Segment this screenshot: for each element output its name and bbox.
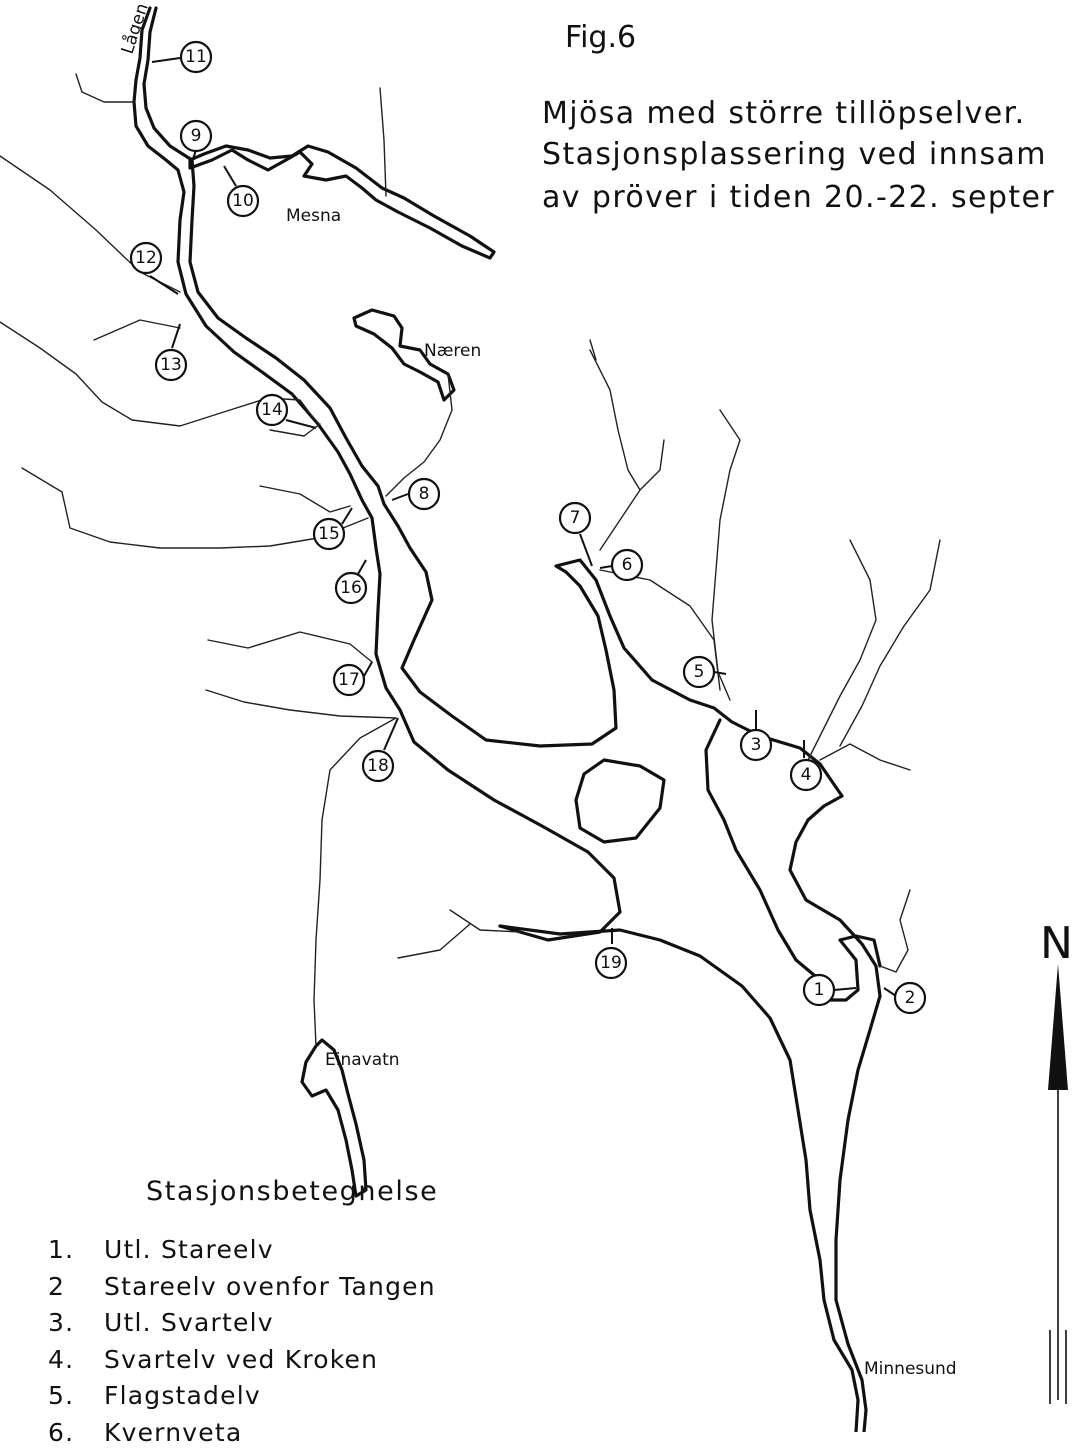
place-naeren: Næren bbox=[424, 341, 481, 361]
station-19[interactable]: 19 bbox=[596, 948, 626, 978]
legend-item-name: Svartelv ved Kroken bbox=[104, 1345, 378, 1374]
station-10[interactable]: 10 bbox=[228, 186, 258, 216]
rivers bbox=[0, 74, 940, 1046]
svg-text:17: 17 bbox=[338, 670, 360, 690]
svg-text:19: 19 bbox=[600, 953, 622, 973]
legend-item-number: 6. bbox=[48, 1418, 104, 1448]
svg-text:5: 5 bbox=[694, 662, 705, 682]
station-1[interactable]: 1 bbox=[804, 975, 834, 1005]
station-9[interactable]: 9 bbox=[181, 121, 211, 151]
station-7[interactable]: 7 bbox=[560, 503, 590, 533]
svg-text:3: 3 bbox=[751, 735, 762, 755]
legend-item: 1.Utl. Stareelv bbox=[48, 1235, 436, 1272]
figure-label: Fig.6 bbox=[565, 20, 636, 55]
station-5[interactable]: 5 bbox=[684, 657, 714, 687]
north-arrow: N bbox=[1040, 918, 1072, 1404]
place-minnesund: Minnesund bbox=[864, 1359, 957, 1379]
svg-text:16: 16 bbox=[340, 578, 362, 598]
station-15[interactable]: 15 bbox=[314, 519, 344, 549]
svg-text:10: 10 bbox=[232, 191, 254, 211]
legend-item-name: Stareelv ovenfor Tangen bbox=[104, 1272, 436, 1301]
station-12[interactable]: 12 bbox=[131, 243, 161, 273]
legend-item-number: 4. bbox=[48, 1345, 104, 1375]
legend-item: 5.Flagstadelv bbox=[48, 1381, 436, 1418]
legend-item-number: 5. bbox=[48, 1381, 104, 1411]
legend-item-name: Flagstadelv bbox=[104, 1381, 261, 1410]
svg-text:18: 18 bbox=[367, 756, 389, 776]
station-4[interactable]: 4 bbox=[791, 760, 821, 790]
legend-title: Stasjonsbetegnelse bbox=[146, 1176, 438, 1207]
place-einavatn: Einavatn bbox=[325, 1050, 400, 1070]
station-14[interactable]: 14 bbox=[257, 395, 287, 425]
legend-item-number: 1. bbox=[48, 1235, 104, 1265]
lake-mjosa-south-basin-east bbox=[790, 796, 880, 1432]
north-arrow-head bbox=[1048, 964, 1068, 1090]
legend-item-number: 2 bbox=[48, 1272, 104, 1302]
station-2[interactable]: 2 bbox=[895, 983, 925, 1013]
legend-item-name: Kvernveta bbox=[104, 1418, 242, 1447]
station-11[interactable]: 11 bbox=[181, 42, 211, 72]
svg-text:1: 1 bbox=[814, 980, 825, 1000]
svg-text:4: 4 bbox=[801, 765, 812, 785]
caption-line-2: Stasjonsplassering ved innsam bbox=[542, 137, 1047, 172]
svg-text:13: 13 bbox=[160, 355, 182, 375]
north-arrow-label: N bbox=[1040, 918, 1072, 969]
station-3[interactable]: 3 bbox=[741, 730, 771, 760]
lake-south-small bbox=[576, 760, 664, 842]
legend-item: 6.Kvernveta bbox=[48, 1418, 436, 1454]
station-8[interactable]: 8 bbox=[409, 479, 439, 509]
legend-item-number: 3. bbox=[48, 1308, 104, 1338]
station-6[interactable]: 6 bbox=[612, 550, 642, 580]
station-18[interactable]: 18 bbox=[363, 751, 393, 781]
legend-item: 3.Utl. Svartelv bbox=[48, 1308, 436, 1345]
svg-text:9: 9 bbox=[191, 126, 202, 146]
svg-text:7: 7 bbox=[570, 508, 581, 528]
place-mesna: Mesna bbox=[286, 206, 341, 226]
svg-text:12: 12 bbox=[135, 248, 157, 268]
svg-text:15: 15 bbox=[318, 524, 340, 544]
legend-item-name: Utl. Svartelv bbox=[104, 1308, 274, 1337]
svg-text:8: 8 bbox=[419, 484, 430, 504]
station-13[interactable]: 13 bbox=[156, 350, 186, 380]
station-17[interactable]: 17 bbox=[334, 665, 364, 695]
lake-mjosa-south-basin-west bbox=[500, 926, 858, 1432]
svg-text:11: 11 bbox=[185, 47, 207, 67]
legend-item: 4.Svartelv ved Kroken bbox=[48, 1345, 436, 1382]
caption-line-3: av pröver i tiden 20.-22. septer bbox=[542, 180, 1055, 215]
svg-text:14: 14 bbox=[261, 400, 283, 420]
svg-text:6: 6 bbox=[622, 555, 633, 575]
caption-line-1: Mjösa med större tillöpselver. bbox=[542, 96, 1026, 131]
svg-text:2: 2 bbox=[905, 988, 916, 1008]
legend-item-name: Utl. Stareelv bbox=[104, 1235, 274, 1264]
station-16[interactable]: 16 bbox=[336, 573, 366, 603]
